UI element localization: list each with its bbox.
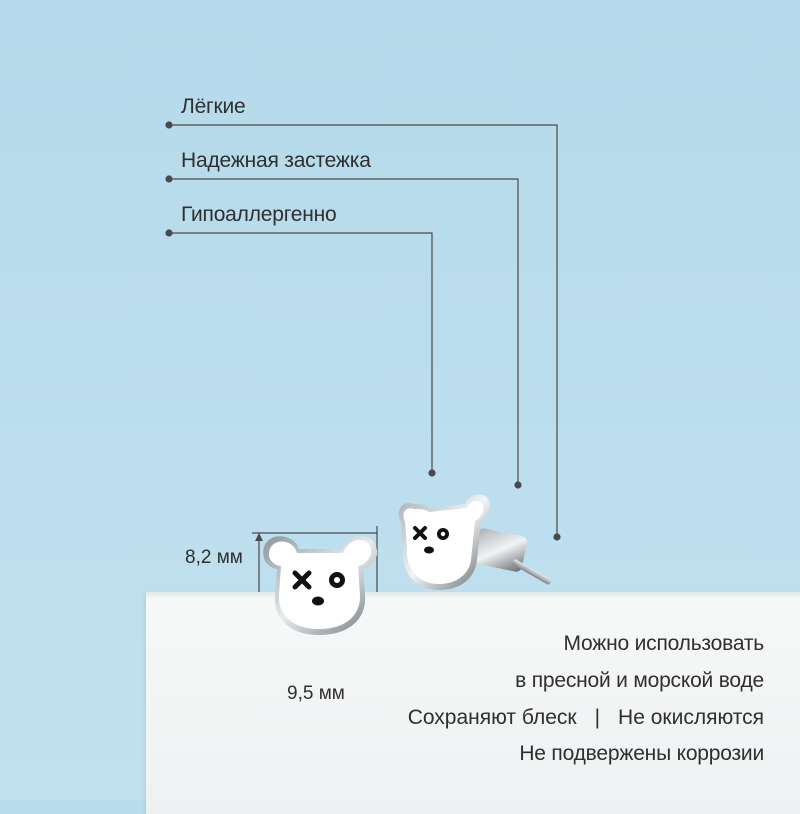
bear-earring-front [263, 536, 378, 635]
callout-dot-hypo-start [165, 229, 173, 237]
callout-light: Лёгкие [181, 95, 246, 118]
feature-no-oxidation: Не окисляются [618, 706, 764, 729]
bear-earring-angled [398, 494, 552, 590]
pedestal [146, 594, 800, 814]
callout-dot-light-start [165, 121, 173, 129]
callout-line-light [169, 124, 558, 537]
feature-line-1: Можно использовать [563, 632, 764, 655]
callout-dot-hypo-end [428, 469, 436, 477]
dimension-height: 8,2 мм [185, 547, 243, 568]
callout-hypo: Гипоаллергенно [181, 203, 337, 226]
callout-line-hypo [169, 232, 433, 473]
feature-separator: | [594, 706, 601, 729]
feature-line-2: в пресной и морской воде [515, 669, 764, 692]
pedestal-edge [146, 592, 800, 598]
callout-clasp: Надежная застежка [181, 149, 371, 172]
callout-dot-clasp-start [165, 175, 173, 183]
callout-dot-light-end [553, 533, 561, 541]
dimension-width: 9,5 мм [287, 683, 345, 704]
callout-dot-clasp-end [514, 481, 522, 489]
feature-row-3: Сохраняют блеск | Не окисляются [408, 706, 764, 730]
feature-line-4: Не подвержены коррозии [519, 742, 764, 765]
callout-line-clasp [169, 178, 519, 485]
dim-arrow-up [255, 533, 263, 541]
feature-shine: Сохраняют блеск [407, 706, 577, 729]
